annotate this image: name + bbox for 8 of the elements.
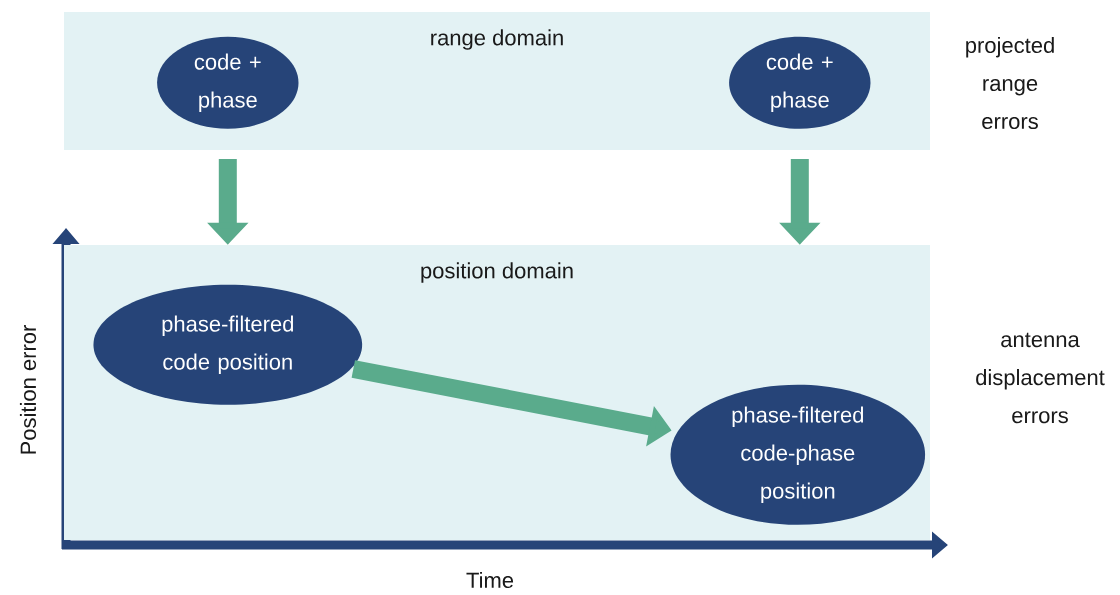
axis-label: antenna displacement errors [976,332,1105,424]
axis-label: Position error [19,325,37,454]
ellipse-node: phase-filtered code-phase position [670,384,926,525]
ellipse-node: code + phase [157,36,299,129]
axis-label: projected range errors [966,36,1054,130]
axis-label: Time [466,571,514,589]
ellipse-node: code + phase [729,36,871,129]
ellipse-node: phase-filtered code position [93,284,363,405]
